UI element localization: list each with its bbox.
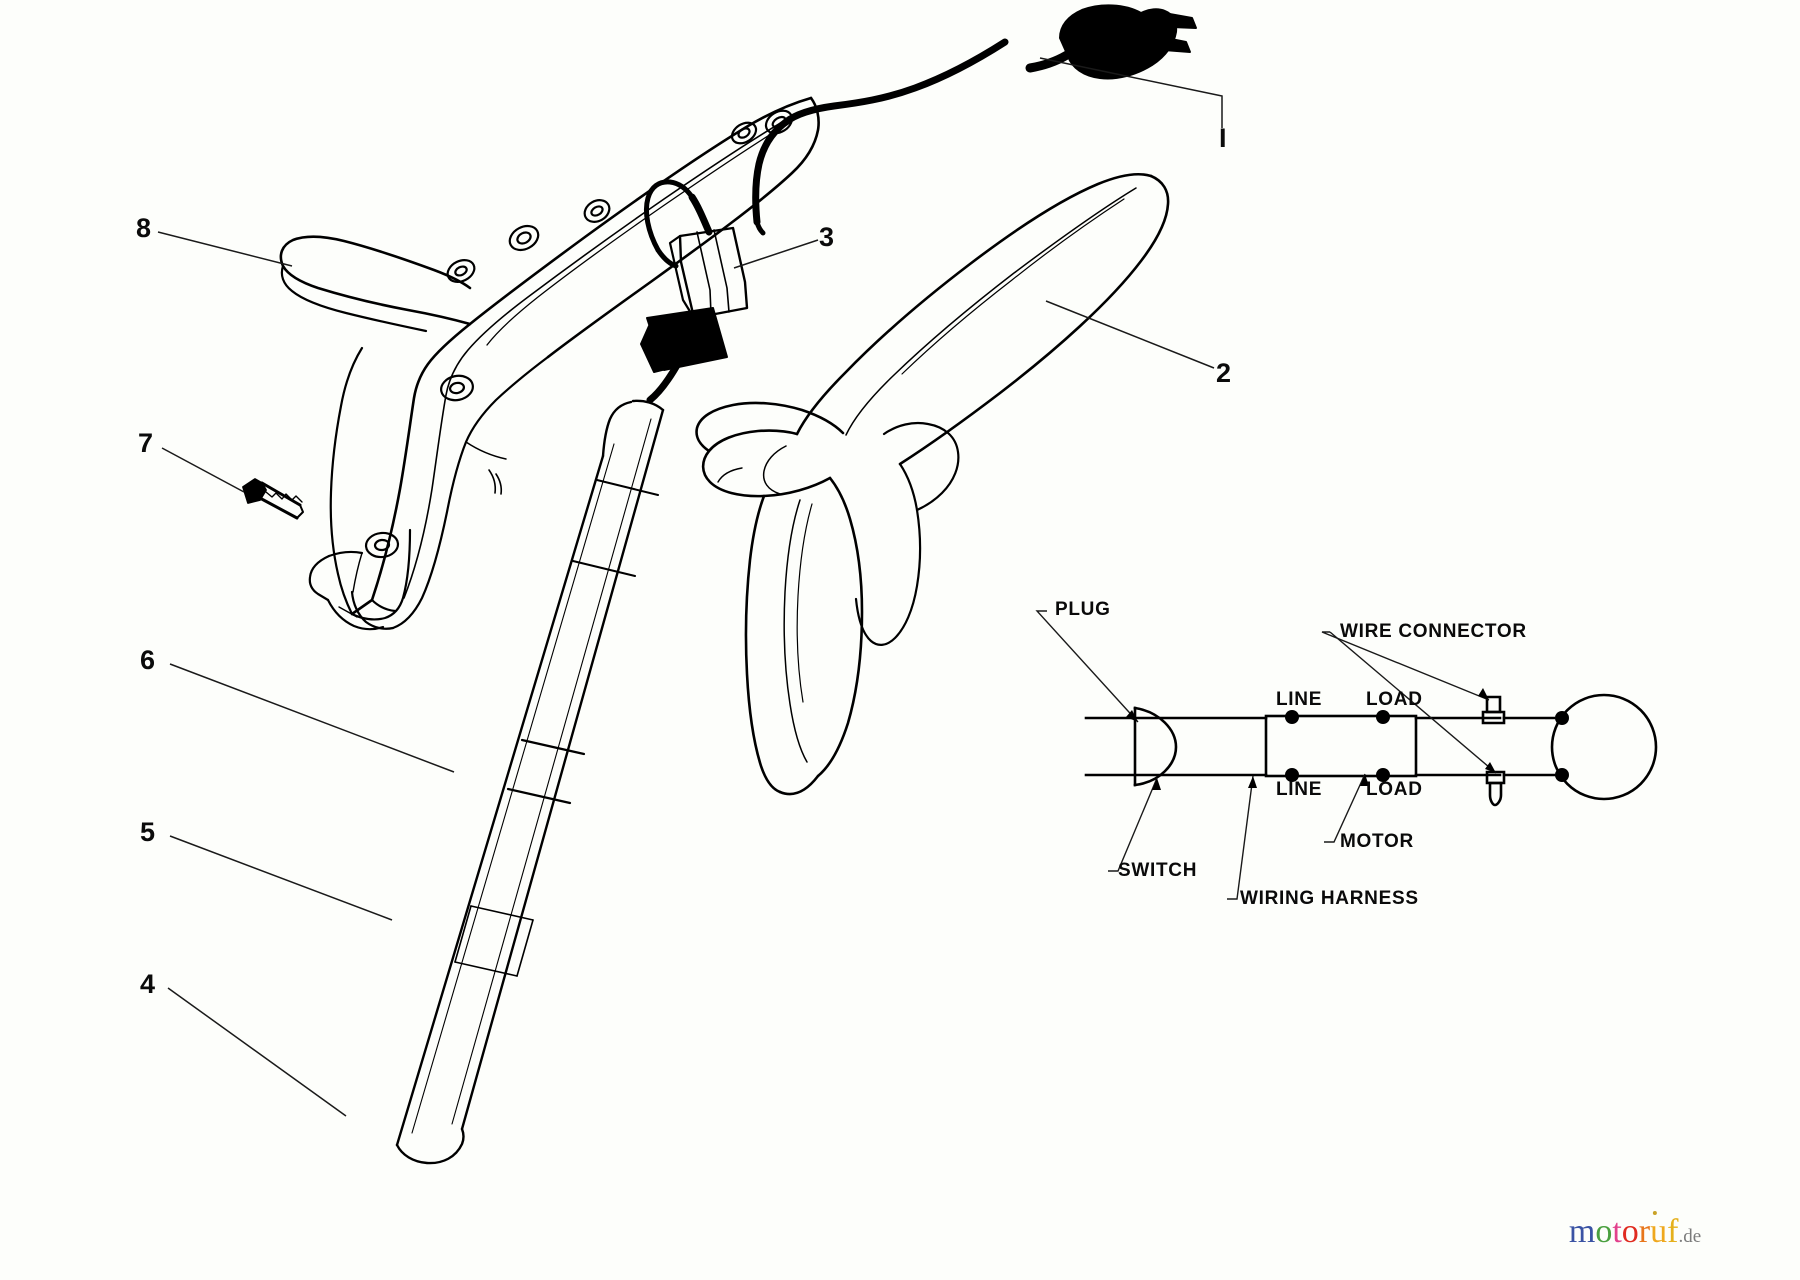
schematic-switch-box [1264, 714, 1418, 778]
leader-motor [1324, 773, 1366, 843]
schematic-wire-connector-top [1481, 695, 1506, 725]
watermark-char-t: t [1612, 1213, 1622, 1250]
schematic-wire-connector-bottom [1485, 770, 1506, 807]
schematic-label-line-bottom: LINE [1276, 779, 1323, 800]
schematic-label-line-top: LINE [1276, 689, 1323, 710]
watermark-char-o1: o [1595, 1213, 1613, 1250]
leader-wire-conn-a [1321, 631, 1490, 701]
callout-6: 6 [140, 645, 156, 675]
callout-1: I [1219, 123, 1227, 153]
watermark-dot [1653, 1211, 1658, 1215]
power-cord [646, 38, 1009, 404]
callout-3: 3 [819, 222, 835, 252]
switch-body [640, 226, 749, 373]
watermark-char-f: f [1667, 1213, 1679, 1250]
leader-6 [169, 663, 455, 773]
schematic-label-wiring-harness: WIRING HARNESS [1240, 888, 1419, 909]
leader-harness [1227, 775, 1254, 900]
schematic-switch-terminals [1285, 710, 1390, 782]
leader-switch [1108, 777, 1158, 872]
callout-8: 8 [136, 213, 152, 243]
schematic-arrowheads [1126, 688, 1496, 790]
callout-7: 7 [138, 428, 154, 458]
power-plug [1025, 4, 1197, 80]
upper-handle-half-outline [279, 96, 820, 631]
leader-7 [161, 447, 245, 493]
callout-5: 5 [140, 817, 156, 847]
power-cord-thin [643, 179, 766, 269]
schematic-label-load-top: LOAD [1366, 689, 1423, 710]
screw-fastener [242, 478, 304, 520]
leader-wire-conn-b [1329, 631, 1497, 774]
schematic-plug [1133, 706, 1178, 787]
schematic-label-wire-connector: WIRE CONNECTOR [1340, 621, 1527, 642]
callout-2: 2 [1216, 358, 1232, 388]
watermark-char-r: r [1638, 1213, 1651, 1250]
watermark-tld: .de [1678, 1226, 1702, 1247]
leader-3 [733, 239, 819, 269]
shaft-tube [395, 399, 665, 1165]
leader-4 [167, 987, 347, 1117]
handle-screw-bosses [364, 109, 794, 559]
watermark-char-u: u [1650, 1213, 1668, 1250]
schematic-label-switch: SWITCH [1118, 860, 1198, 881]
schematic-label-load-bottom: LOAD [1366, 779, 1423, 800]
schematic-leaders [1035, 610, 1497, 900]
watermark-char-o2: o [1621, 1213, 1639, 1250]
schematic-label-plug: PLUG [1055, 599, 1111, 620]
schematic-wires-motor [1502, 716, 1556, 777]
lower-handle-half-outline [695, 172, 1170, 796]
callout-4: 4 [140, 969, 156, 999]
schematic-motor-circle [1550, 693, 1658, 801]
watermark-char-m: m [1568, 1213, 1596, 1250]
schematic-motor-terminals [1555, 711, 1569, 782]
schematic-cord [1084, 716, 1268, 777]
leader-8 [157, 231, 293, 267]
schematic-label-motor: MOTOR [1340, 831, 1414, 852]
motoruf-watermark: motoruf.de [1568, 1211, 1702, 1250]
leader-plug [1035, 610, 1139, 723]
leader-5 [169, 835, 393, 921]
leader-2 [1045, 300, 1215, 369]
leader-1 [1039, 57, 1223, 128]
